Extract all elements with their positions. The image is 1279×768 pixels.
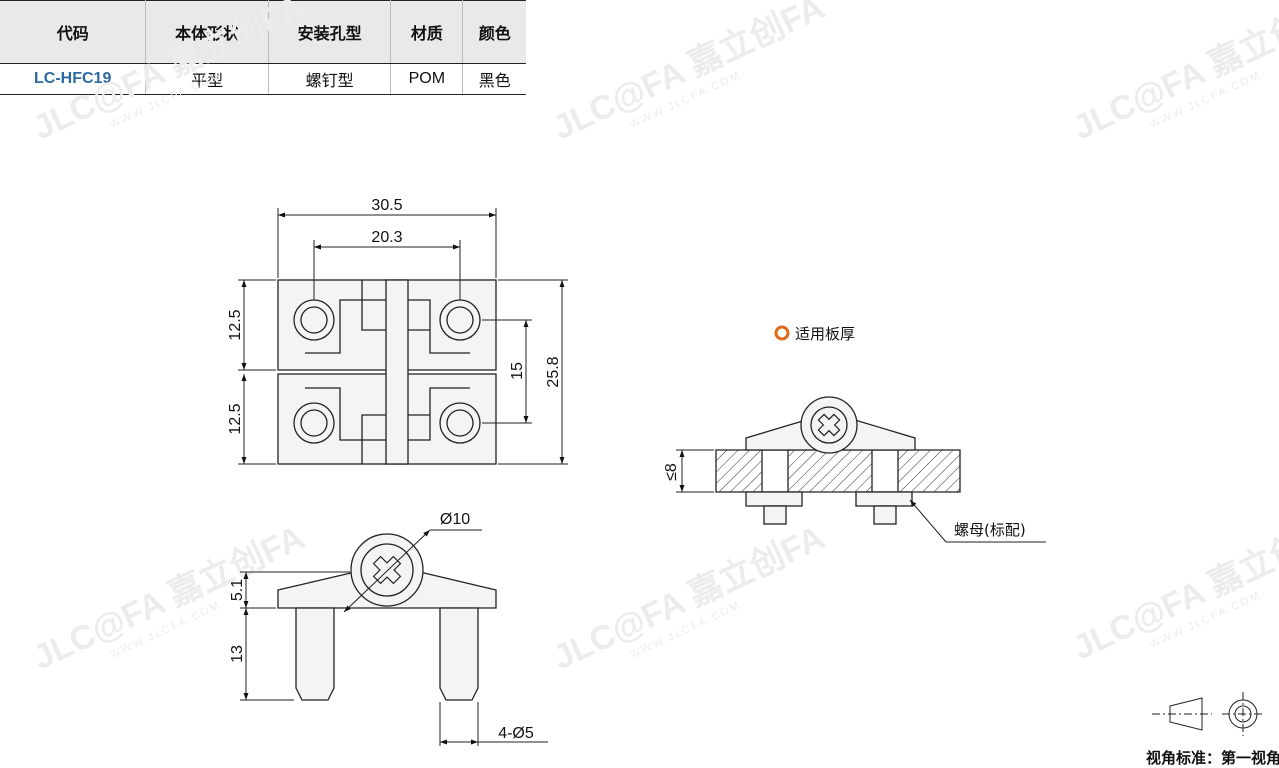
watermark-brand: JLC@FA 嘉立创FA — [547, 518, 830, 677]
side-view — [277, 533, 497, 701]
spec-header-row: 代码 本体形状 安装孔型 材质 颜色 — [0, 0, 526, 64]
cell-shape: 平型 — [145, 63, 269, 95]
header-hole-type: 安装孔型 — [268, 0, 392, 64]
mounted-view — [715, 396, 961, 525]
plate-title: 适用板厚 — [795, 325, 855, 343]
projection-standard: 视角标准：第一视角 — [1146, 749, 1279, 767]
header-body-shape: 本体形状 — [145, 0, 269, 64]
dim-height-total: 25.8 — [545, 356, 562, 387]
dim-knuckle-diameter: Ø10 — [440, 511, 470, 528]
mounting-pin — [439, 607, 479, 701]
plate-dimensions — [676, 449, 1046, 543]
cell-material: POM — [390, 63, 464, 95]
dim-knuckle-height: 5.1 — [229, 579, 246, 601]
watermark: JLC@FA 嘉立创FA WWW.JLCFA.COM JLC@FA 嘉立创FA … — [27, 0, 1279, 677]
dim-hole-spacing-y: 15 — [509, 362, 526, 380]
watermark-brand: JLC@FA 嘉立创FA — [27, 518, 310, 677]
nut-label: 螺母(标配) — [954, 521, 1026, 539]
table-row: LC-HFC19 平型 螺钉型 POM 黑色 — [0, 63, 526, 95]
mounting-pin — [295, 607, 335, 701]
dim-hole-spacing-x: 20.3 — [371, 229, 402, 246]
leader-diameter — [343, 529, 431, 613]
top-view — [277, 279, 497, 465]
top-dimensions — [238, 208, 568, 465]
dim-width-total: 30.5 — [371, 197, 402, 214]
mounting-plate — [715, 449, 961, 493]
header-code: 代码 — [0, 0, 147, 64]
cell-color: 黑色 — [462, 63, 526, 95]
cell-code: LC-HFC19 — [0, 63, 147, 95]
side-dimensions — [240, 529, 548, 746]
hinge-knuckle — [385, 279, 409, 465]
dim-pin-length: 13 — [229, 645, 246, 663]
leader-nut — [909, 499, 947, 543]
header-color: 颜色 — [462, 0, 526, 64]
dim-leaf-upper: 12.5 — [227, 309, 244, 340]
header-material: 材质 — [390, 0, 464, 64]
circle-bullet-icon — [774, 325, 790, 341]
dim-plate-thickness: ≤8 — [663, 463, 680, 481]
mounting-hole — [293, 402, 335, 444]
spec-table: 代码 本体形状 安装孔型 材质 颜色 LC-HFC19 平型 螺钉型 POM 黑… — [0, 0, 526, 95]
screw-head-icon — [817, 413, 841, 437]
cell-hole-type: 螺钉型 — [268, 63, 392, 95]
nut — [855, 491, 913, 507]
watermark-brand: JLC@FA 嘉立创FA — [547, 0, 830, 147]
nut — [745, 491, 803, 507]
watermark-brand: JLC@FA 嘉立创FA — [27, 0, 310, 147]
dim-leaf-lower: 12.5 — [227, 403, 244, 434]
plate-title-group: 适用板厚 — [774, 325, 855, 343]
dim-pin-diameter: 4-Ø5 — [498, 725, 534, 742]
mounting-hole — [439, 402, 481, 444]
watermark-brand: JLC@FA 嘉立创FA — [1067, 508, 1279, 667]
first-angle-projection-icon — [1152, 692, 1264, 736]
